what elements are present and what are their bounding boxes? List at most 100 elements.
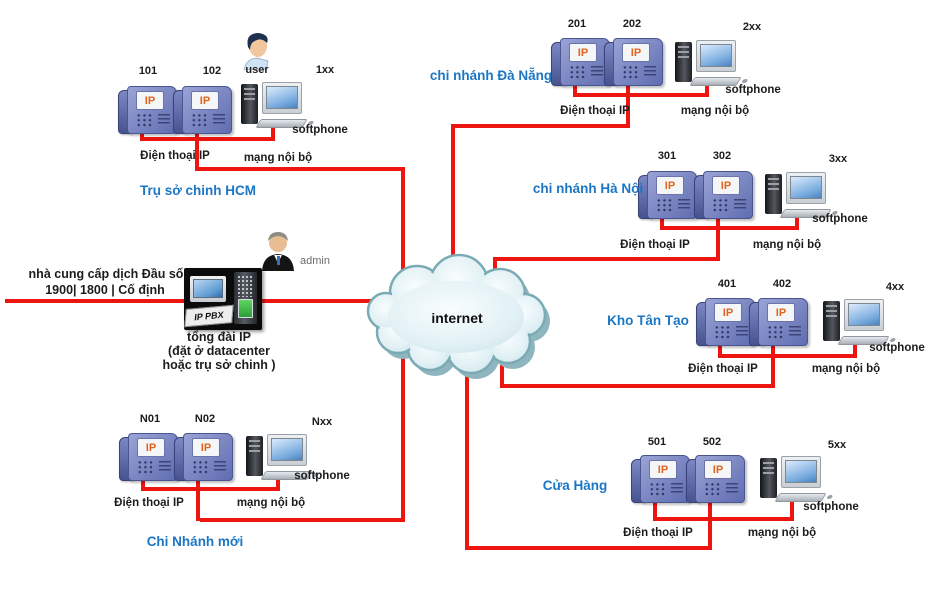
ip-phone-icon: IP — [631, 453, 690, 505]
phone-screen: IP — [569, 43, 597, 62]
ip-phone-icon: IP — [749, 296, 808, 348]
ip-phone-icon: IP — [694, 169, 753, 221]
ip-phones-row-label: Điện thoại IP — [560, 105, 630, 117]
phone-keypad — [192, 460, 209, 474]
ip-phone-icon: IP — [604, 36, 663, 88]
phone-buttons — [726, 483, 738, 494]
extension-402: 402 — [772, 278, 792, 290]
phone-keypad — [704, 482, 721, 496]
phone-keypad — [656, 198, 673, 212]
phone-body: IP — [560, 38, 610, 86]
computer-screen — [785, 460, 817, 483]
lan-row-label: mạng nội bộ — [811, 363, 881, 375]
user-label: user — [245, 64, 269, 76]
ip-pbx-device-label: IP PBX — [184, 304, 234, 328]
site-name-hanoi: chi nhánh Hà Nội — [532, 181, 644, 196]
ip-phones-row-label: Điện thoại IP — [623, 527, 693, 539]
ip-phones-row-label: Điện thoại IP — [140, 150, 210, 162]
phone-keypad — [622, 65, 639, 79]
extension-range-nxx: Nxx — [311, 416, 333, 428]
admin-label: admin — [300, 255, 330, 267]
wire-hanoi-uplink — [493, 257, 720, 290]
pbx-monitor-screen — [193, 279, 223, 298]
phone-keypad — [649, 482, 666, 496]
phone-body: IP — [613, 38, 663, 86]
phone-body: IP — [647, 171, 697, 219]
extension-102: 102 — [202, 65, 222, 77]
extension-201: 201 — [567, 18, 587, 30]
phone-screen: IP — [649, 460, 677, 479]
phone-screen: IP — [136, 91, 164, 110]
softphone-label: softphone — [803, 501, 859, 513]
phone-body: IP — [758, 298, 808, 346]
ip-phone-icon: IP — [173, 84, 232, 136]
extension-502: 502 — [702, 436, 722, 448]
site-name-chinhanhmoi: Chi Nhánh mới — [146, 534, 244, 549]
phone-buttons — [789, 326, 801, 337]
lan-row-label: mạng nội bộ — [243, 152, 313, 164]
site-name-khotantao: Kho Tân Tạo — [607, 313, 689, 328]
pbx-server — [234, 272, 257, 324]
softphone-computer-icon — [675, 40, 742, 90]
phone-body: IP — [128, 433, 178, 481]
ip-phone-icon: IP — [551, 36, 610, 88]
pbx-caption-line1: tổng đài IP — [187, 330, 251, 344]
softphone-computer-icon — [823, 299, 890, 349]
extension-401: 401 — [717, 278, 737, 290]
phone-screen: IP — [704, 460, 732, 479]
computer-monitor — [781, 456, 821, 488]
site-name-hcm: Trụ sở chinh HCM — [139, 183, 257, 198]
wire-cuahang-uplink — [465, 350, 712, 550]
extension-202: 202 — [622, 18, 642, 30]
internet-cloud-label: internet — [431, 310, 483, 326]
ip-phones-row-label: Điện thoại IP — [114, 497, 184, 509]
phone-buttons — [736, 326, 748, 337]
computer-monitor — [786, 172, 826, 204]
phone-screen: IP — [191, 91, 219, 110]
computer-screen — [848, 303, 880, 326]
phone-keypad — [714, 325, 731, 339]
pbx-caption-line3: hoặc trụ sở chinh ) — [162, 358, 276, 372]
phone-body: IP — [182, 86, 232, 134]
wire-chinhanhmoi-uplink — [200, 350, 405, 522]
phone-keypad — [712, 198, 729, 212]
phone-body: IP — [703, 171, 753, 219]
computer-screen — [790, 176, 822, 199]
admin-person-icon — [262, 232, 294, 271]
softphone-computer-icon — [246, 434, 313, 484]
extension-n02: N02 — [194, 413, 216, 425]
ip-phone-icon: IP — [118, 84, 177, 136]
provider-label-line2: 1900| 1800 | Cố định — [45, 283, 165, 297]
phone-keypad — [137, 460, 154, 474]
computer-tower — [246, 436, 263, 476]
phone-screen: IP — [714, 303, 742, 322]
lan-row-label: mạng nội bộ — [680, 105, 750, 117]
computer-screen — [266, 86, 298, 109]
internet-cloud: internet — [366, 253, 550, 379]
phone-keypad — [136, 113, 153, 127]
ip-phone-icon: IP — [696, 296, 755, 348]
phone-body: IP — [127, 86, 177, 134]
phone-body: IP — [705, 298, 755, 346]
computer-screen — [271, 438, 303, 461]
phone-buttons — [644, 66, 656, 77]
ip-phone-icon: IP — [638, 169, 697, 221]
computer-monitor — [267, 434, 307, 466]
extension-501: 501 — [647, 436, 667, 448]
softphone-label: softphone — [725, 84, 781, 96]
computer-monitor — [844, 299, 884, 331]
softphone-label: softphone — [812, 213, 868, 225]
lan-row-label: mạng nội bộ — [747, 527, 817, 539]
computer-tower — [765, 174, 782, 214]
wire-khotantao-lan — [718, 334, 857, 386]
user-person-icon — [243, 33, 269, 70]
phone-keypad — [191, 113, 208, 127]
wire-danang-uplink — [451, 124, 630, 280]
ip-phones-row-label: Điện thoại IP — [688, 363, 758, 375]
computer-screen — [700, 44, 732, 67]
provider-label-line1: nhà cung cấp dịch Đầu số — [28, 267, 184, 281]
phone-buttons — [591, 66, 603, 77]
softphone-computer-icon — [765, 172, 832, 222]
phone-screen: IP — [192, 438, 220, 457]
